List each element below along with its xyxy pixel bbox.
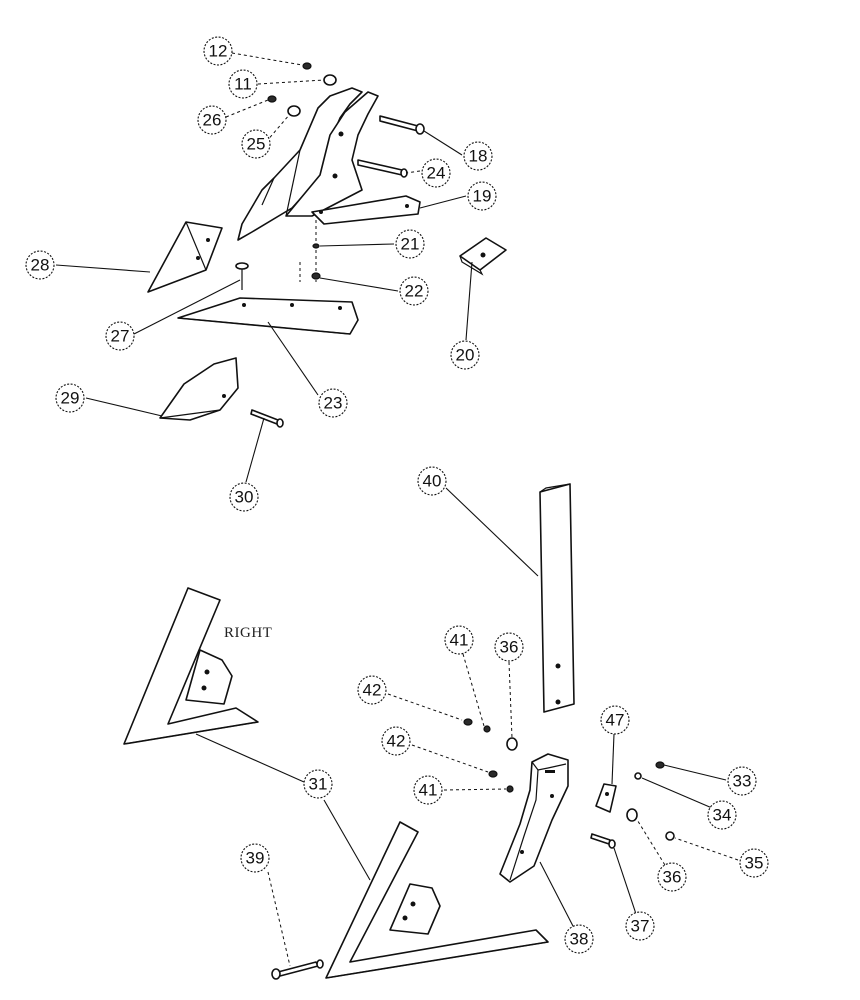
washer-11 [323,74,337,86]
callout-12: 12 [203,36,233,66]
callout-34: 34 [707,800,737,830]
svg-text:12: 12 [209,42,228,61]
svg-text:35: 35 [745,854,764,873]
svg-text:34: 34 [713,806,732,825]
svg-text:27: 27 [111,327,130,346]
svg-text:38: 38 [570,930,589,949]
callout-37: 37 [625,911,655,941]
callout-36-lower: 36 [657,862,687,892]
svg-text:33: 33 [733,772,752,791]
callout-40: 40 [417,466,447,496]
pin-24 [357,159,403,176]
svg-text:40: 40 [423,472,442,491]
callout-39: 39 [240,843,270,873]
leader-lines [55,52,739,967]
bolt-39 [277,961,319,977]
right-label: RIGHT [224,625,272,641]
callout-33: 33 [727,766,757,796]
sweep-left-mount-plate [389,883,441,935]
svg-text:41: 41 [450,631,469,650]
svg-text:24: 24 [427,164,446,183]
point-29 [159,357,239,421]
callout-22: 22 [399,276,429,306]
washer-41-upper [483,725,491,733]
callout-28: 28 [25,250,55,280]
svg-text:18: 18 [469,147,488,166]
shin-28 [147,221,223,293]
callout-20: 20 [450,340,480,370]
callout-42-upper: 42 [357,675,387,705]
callout-36-upper: 36 [494,632,524,662]
callout-11: 11 [228,69,258,99]
bolt-18 [379,115,419,132]
plate-47 [595,783,617,813]
svg-text:36: 36 [500,638,519,657]
svg-text:25: 25 [247,135,266,154]
callout-38: 38 [564,924,594,954]
callout-23: 23 [318,388,348,418]
callout-41-upper: 41 [444,625,474,655]
svg-text:30: 30 [235,488,254,507]
svg-text:39: 39 [246,849,265,868]
svg-text:37: 37 [631,917,650,936]
nut-35 [665,831,675,841]
callout-47: 47 [600,705,630,735]
nut-26 [267,95,277,103]
callout-29: 29 [55,383,85,413]
callout-35: 35 [739,848,769,878]
callout-42-lower: 42 [381,726,411,756]
mount-bracket-right [285,91,379,217]
svg-text:47: 47 [606,711,625,730]
callout-41-lower: 41 [413,775,443,805]
sweep-shank-assembly: RIGHT [123,483,675,980]
washer-36-lower [626,808,638,822]
nut-12 [302,62,312,70]
svg-text:21: 21 [401,235,420,254]
callout-25: 25 [241,129,271,159]
callout-26: 26 [197,105,227,135]
bolt-30 [250,409,279,425]
shank-mount-assembly [147,62,507,428]
washer-34 [634,772,642,780]
callout-19: 19 [467,181,497,211]
svg-text:31: 31 [309,775,328,794]
svg-text:26: 26 [203,111,222,130]
svg-text:29: 29 [61,389,80,408]
svg-text:36: 36 [663,868,682,887]
carriage-bolt-27 [235,262,249,270]
svg-text:19: 19 [473,187,492,206]
washer-36-upper [506,737,518,751]
svg-text:41: 41 [419,781,438,800]
sweep-right-mount-plate [185,649,233,705]
svg-text:42: 42 [363,681,382,700]
share-23 [177,297,359,335]
callout-21: 21 [395,229,425,259]
callout-27: 27 [105,321,135,351]
svg-text:11: 11 [234,75,252,94]
bolt-37 [590,833,611,845]
callout-30: 30 [229,482,259,512]
mounting-bar-19 [311,195,421,225]
svg-text:23: 23 [324,394,343,413]
svg-text:42: 42 [387,732,406,751]
washer-41-lower [506,785,514,793]
sweep-right [123,587,259,745]
washer-25 [287,105,301,117]
svg-text:22: 22 [405,282,424,301]
shank-bar-40 [539,483,575,713]
nut-22 [311,272,321,280]
nut-33 [655,761,665,769]
washer-21 [312,243,320,249]
nut-42-lower [488,770,498,778]
callouts: 12 11 26 25 18 24 19 21 28 22 27 20 23 2… [25,36,769,954]
callout-18: 18 [463,141,493,171]
callout-24: 24 [421,158,451,188]
callout-31-upper: 31 [303,769,333,799]
svg-text:20: 20 [456,346,475,365]
svg-text:28: 28 [31,256,50,275]
nut-42-upper [463,718,473,726]
shank-clamp-38 [499,753,569,883]
